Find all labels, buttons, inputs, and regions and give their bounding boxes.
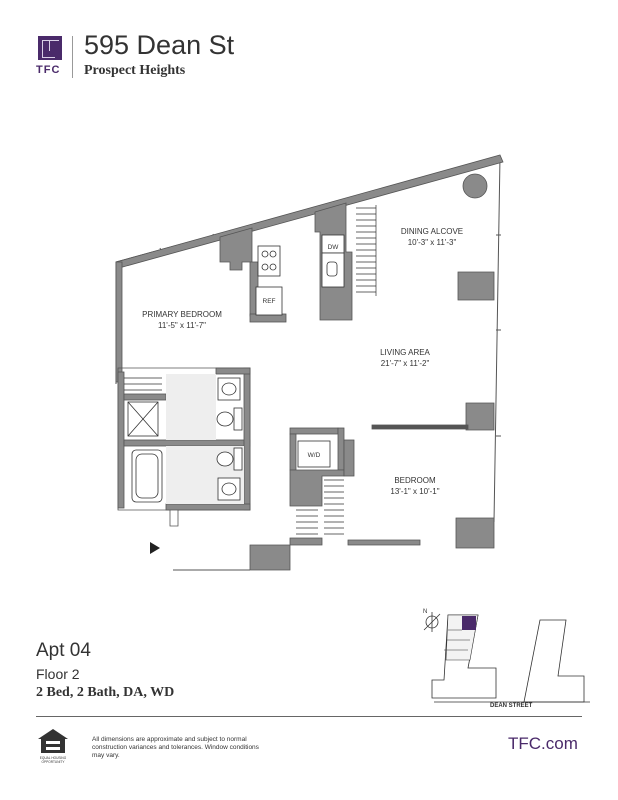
- logo-text: TFC: [36, 64, 61, 76]
- unit-details: 2 Bed, 2 Bath, DA, WD: [36, 685, 175, 700]
- entry-arrow-icon: [150, 542, 160, 554]
- building-address: 595 Dean St: [84, 30, 235, 60]
- wd-label: W/D: [308, 452, 321, 459]
- north-label: N: [423, 609, 427, 615]
- primary-bedroom-label: PRIMARY BEDROOM: [142, 310, 222, 319]
- kitchen: [255, 234, 345, 316]
- website-link[interactable]: TFC.com: [508, 734, 578, 753]
- key-plan: N: [423, 609, 590, 703]
- walls: [115, 154, 504, 571]
- disclaimer: All dimensions are approximate and subje…: [92, 736, 259, 759]
- bedroom-dims: 13'-1" x 10'-1": [390, 487, 439, 496]
- floor-number: Floor 2: [36, 666, 80, 682]
- footer-divider: [36, 716, 582, 717]
- dw-label: DW: [328, 244, 340, 251]
- apartment-number: Apt 04: [36, 640, 91, 661]
- svg-text:EQUAL HOUSING: EQUAL HOUSING: [40, 756, 67, 760]
- unit-highlight: [462, 616, 476, 630]
- closet-hatching: [124, 205, 377, 535]
- bedroom-label: BEDROOM: [394, 476, 436, 485]
- dining-alcove-label: DINING ALCOVE: [401, 227, 463, 236]
- living-area-dims: 21'-7" x 11'-2": [381, 359, 430, 368]
- street-label: DEAN STREET: [490, 703, 533, 709]
- bathrooms: [127, 374, 331, 504]
- living-area-label: LIVING AREA: [380, 348, 430, 357]
- header-divider: [72, 36, 73, 78]
- dining-alcove-dims: 10'-3" x 11'-3": [408, 238, 457, 247]
- svg-text:OPPORTUNITY: OPPORTUNITY: [42, 760, 66, 764]
- primary-bedroom-dims: 11'-5" x 11'-7": [158, 321, 206, 330]
- ref-label: REF: [263, 298, 276, 305]
- equal-housing-icon: EQUAL HOUSING OPPORTUNITY: [38, 729, 68, 764]
- tfc-logo-mark: [38, 36, 62, 60]
- neighborhood: Prospect Heights: [84, 63, 186, 78]
